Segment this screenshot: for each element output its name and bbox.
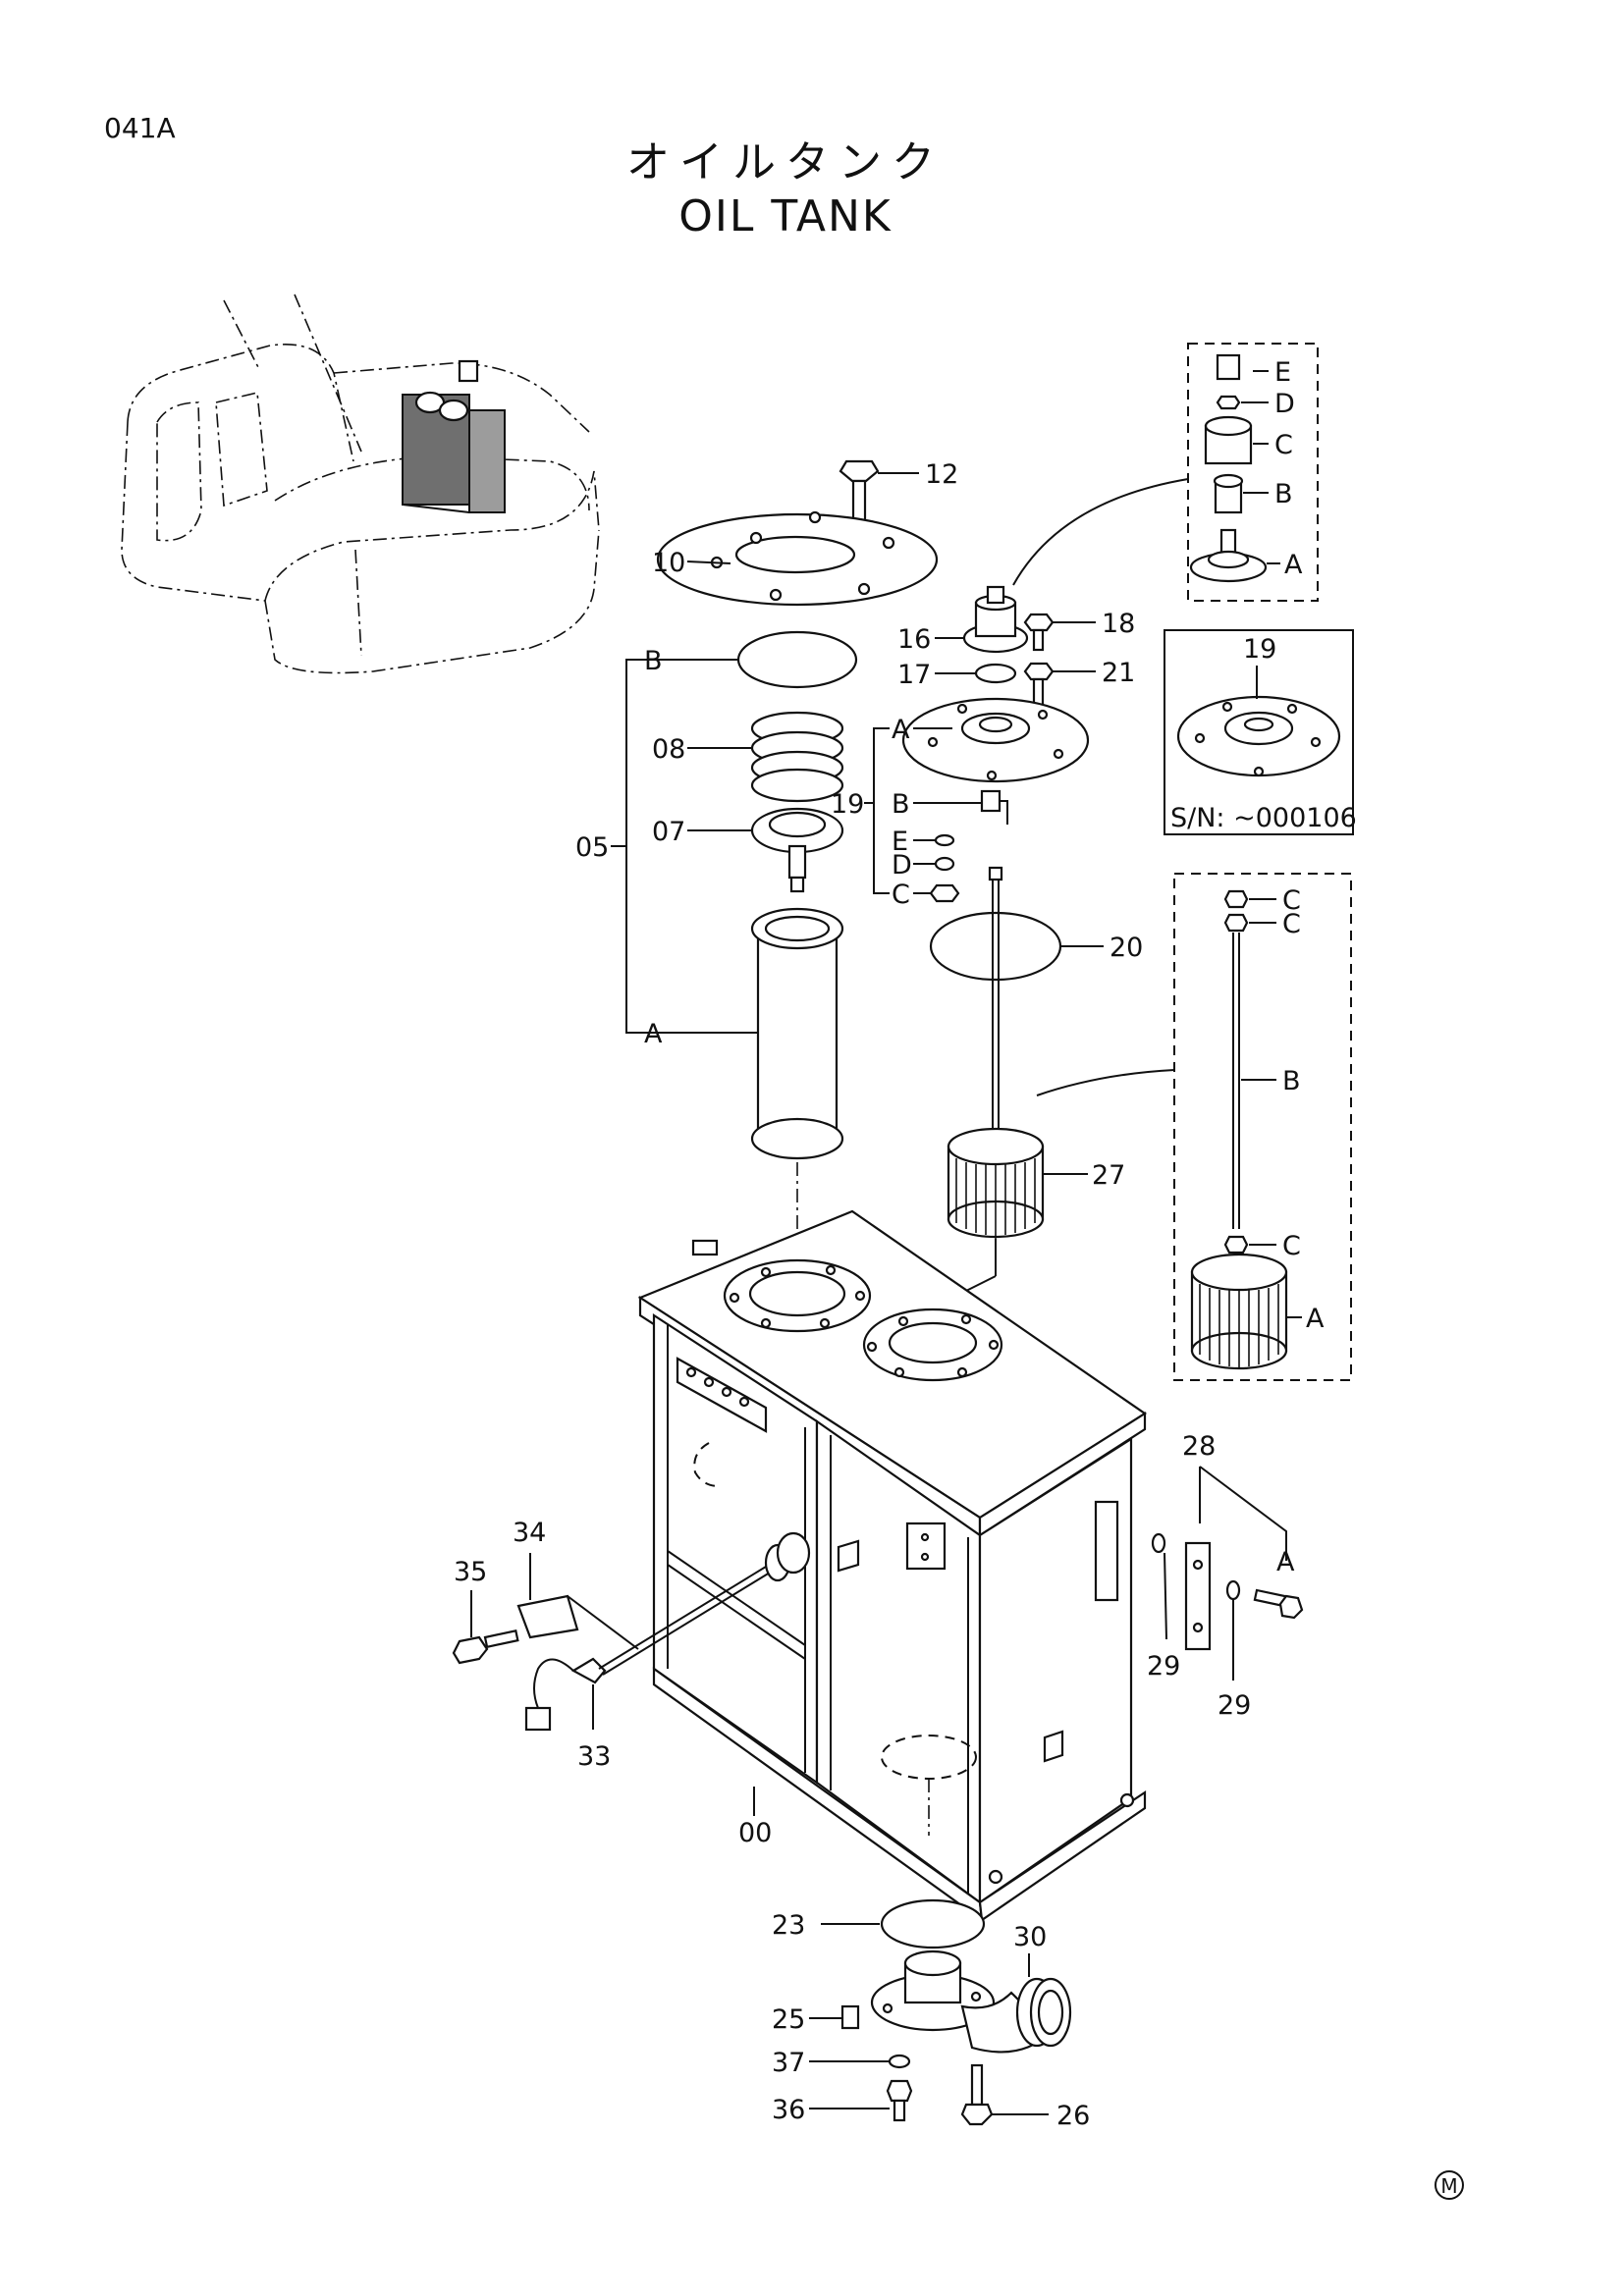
callout-breather-b: B: [1274, 479, 1293, 509]
breather-16: [962, 585, 1029, 654]
plug-36: [886, 2079, 913, 2122]
flange-19-serial-detail-box: [1164, 629, 1354, 835]
bracket-19b: [980, 789, 1008, 825]
suction-pipe-30: [870, 1949, 1072, 2054]
callout-34: 34: [513, 1518, 546, 1548]
callout-00: 00: [738, 1818, 772, 1848]
callout-28a: A: [1276, 1547, 1295, 1577]
callout-strainer-b: B: [1282, 1066, 1301, 1096]
callout-breather-e: E: [1274, 357, 1291, 388]
leader-lines: [470, 370, 1302, 2115]
serial-note: S/N: ~000106: [1170, 803, 1357, 833]
breather-detail-box: [1012, 343, 1319, 602]
bolt-28a: [1253, 1588, 1304, 1620]
callout-breather-c: C: [1274, 430, 1293, 460]
callout-27: 27: [1092, 1160, 1125, 1191]
callout-strainer-c2: C: [1282, 909, 1301, 939]
callout-18: 18: [1102, 609, 1135, 639]
callout-05: 05: [575, 832, 609, 863]
callout-breather-d: D: [1274, 389, 1295, 419]
machine-locator-illustration: [121, 294, 600, 674]
callout-05b: B: [644, 646, 663, 676]
callout-strainer-c1: C: [1282, 885, 1301, 916]
callout-17: 17: [897, 660, 931, 690]
title-japanese: オイルタンク: [626, 137, 945, 187]
washer-29a: [1151, 1532, 1166, 1554]
title-english: OIL TANK: [678, 191, 892, 241]
exploded-parts-illustration: [452, 459, 1304, 2126]
callout-05a: A: [644, 1019, 663, 1049]
tank-body-00: [637, 1209, 1147, 1923]
bolt-35: [452, 1629, 519, 1665]
callout-07: 07: [652, 817, 685, 847]
page-code: 041A: [104, 112, 176, 144]
strainer-27: [947, 866, 1045, 1239]
callout-19a: A: [892, 715, 910, 745]
gasket-05b: [736, 630, 858, 689]
callout-12: 12: [925, 459, 958, 490]
callout-20: 20: [1110, 933, 1143, 963]
part-callouts: 12 10 B 08 07 05 A 16 17 18 21 A 19 B E …: [454, 357, 1357, 2131]
washer-19e: [934, 833, 955, 847]
callout-36: 36: [772, 2095, 805, 2125]
callout-19d: D: [892, 850, 912, 881]
callout-19c: C: [892, 880, 910, 910]
filter-element-05a: [750, 907, 844, 1160]
callout-08: 08: [652, 734, 685, 765]
callout-19-detail: 19: [1243, 634, 1276, 665]
callout-strainer-c3: C: [1282, 1231, 1301, 1261]
callout-10: 10: [652, 548, 685, 578]
callout-19b: B: [892, 789, 910, 820]
bracket-34: [516, 1594, 639, 1650]
callout-33: 33: [577, 1741, 611, 1772]
callout-28: 28: [1182, 1431, 1216, 1462]
callout-30: 30: [1013, 1922, 1047, 1952]
svg-text:M: M: [1440, 2174, 1457, 2198]
callout-19: 19: [831, 789, 864, 820]
callout-29b: 29: [1218, 1690, 1251, 1721]
spring-08: [750, 711, 844, 803]
nut-19c: [929, 883, 960, 903]
callout-21: 21: [1102, 658, 1135, 688]
callout-19e: E: [892, 827, 908, 857]
flange-19a: [901, 697, 1090, 783]
callout-35: 35: [454, 1557, 487, 1587]
callout-strainer-a: A: [1306, 1304, 1325, 1334]
callout-23: 23: [772, 1910, 805, 1941]
callout-16: 16: [897, 624, 931, 655]
gasket-23: [880, 1898, 986, 1949]
washer-19d: [934, 856, 955, 872]
valve-07: [750, 807, 844, 893]
callout-29a: 29: [1147, 1651, 1180, 1682]
plug-25: [840, 2004, 860, 2030]
washer-29b: [1225, 1579, 1241, 1601]
gasket-20: [929, 911, 1062, 982]
bolt-26: [960, 2063, 994, 2126]
bolt-18: [1023, 613, 1055, 652]
callout-25: 25: [772, 2004, 805, 2035]
strainer-detail-box: [1036, 873, 1352, 1381]
bolt-12: [839, 459, 880, 526]
callout-37: 37: [772, 2048, 805, 2078]
cover-10: [656, 510, 939, 607]
sensor-33: [524, 1531, 811, 1732]
callout-26: 26: [1056, 2101, 1090, 2131]
callout-breather-a: A: [1284, 550, 1303, 580]
washer-37: [888, 2054, 911, 2069]
plate-28: [1184, 1541, 1212, 1651]
circled-m-mark: M: [1435, 2170, 1464, 2200]
o-ring-17: [974, 663, 1017, 684]
bolt-21: [1023, 662, 1055, 707]
